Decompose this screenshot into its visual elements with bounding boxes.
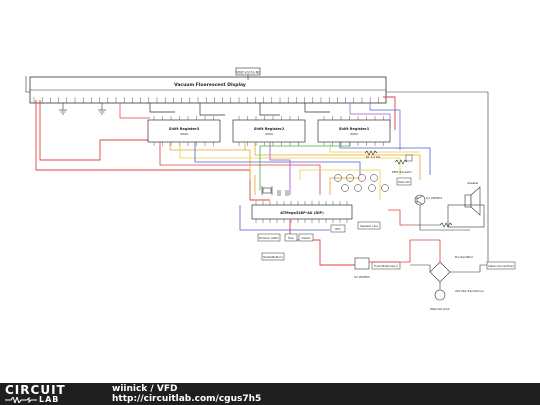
svg-text:Speaker: Speaker xyxy=(467,181,479,185)
red-power-wire xyxy=(369,239,441,263)
resistor xyxy=(439,222,453,228)
black-wire xyxy=(419,205,470,231)
svg-text:5V LM7805: 5V LM7805 xyxy=(354,275,370,279)
logo-text-top: CIRCUIT xyxy=(5,383,66,397)
button-select: Select xyxy=(298,233,314,242)
voltage-regulator: 5V LM7805 xyxy=(354,257,370,279)
mains-connector: Cable Connect(AC) xyxy=(486,261,516,270)
button-front: Front Buttons(L/) xyxy=(371,261,401,270)
button-speaker-line: Speaker Line xyxy=(357,221,381,230)
svg-text:RTC: RTC xyxy=(335,227,340,231)
svg-text:Shift Register3: Shift Register3 xyxy=(169,127,200,131)
svg-text:4094: 4094 xyxy=(350,132,358,136)
transistor-symbol xyxy=(341,184,349,192)
resistor xyxy=(364,150,408,165)
transistor-symbol xyxy=(368,184,376,192)
red-power-wire xyxy=(35,100,250,171)
svg-text:Dio Rectified: Dio Rectified xyxy=(455,255,473,259)
svg-text:ATMega328P-AU (DIP): ATMega328P-AU (DIP) xyxy=(280,211,324,215)
vfd-title: Vacuum Fluorescent Display xyxy=(174,82,246,88)
bridge-rectifier: Dio Rectified xyxy=(429,255,473,283)
transistor-symbol xyxy=(370,174,378,182)
svg-text:24V Wiz Transformer: 24V Wiz Transformer xyxy=(455,289,485,293)
diode-small xyxy=(405,154,413,162)
svg-text:ENG-ISO 6mA: ENG-ISO 6mA xyxy=(430,307,449,311)
vfd-pin-row xyxy=(33,97,379,103)
ground-symbol xyxy=(98,103,106,115)
black-wire xyxy=(410,264,431,272)
svg-text:Speaker Line: Speaker Line xyxy=(360,224,378,228)
black-wire xyxy=(25,76,30,93)
transistor-symbol xyxy=(381,184,389,192)
svg-text:Shift Register1: Shift Register1 xyxy=(339,127,370,131)
q1-label: Q1 2N3904 xyxy=(426,196,442,200)
red-power-wire xyxy=(383,96,396,130)
button-plus: Plus xyxy=(284,233,298,242)
transistor-cluster xyxy=(334,174,389,192)
capacitor xyxy=(277,190,289,196)
svg-text:4094: 4094 xyxy=(180,132,188,136)
button-radio-rx: Radio RX xyxy=(396,177,412,186)
red-power-wire xyxy=(319,255,361,266)
transistor-symbol xyxy=(354,184,362,192)
bus-wires xyxy=(159,142,431,231)
svg-text:Select: Select xyxy=(302,236,312,240)
svg-text:Shift Register2: Shift Register2 xyxy=(254,127,285,131)
resistor-label: R1 1.2 kΩ xyxy=(366,155,381,159)
label-rfpa: RFPA Transistor xyxy=(392,170,413,174)
transistor-q1 xyxy=(414,194,426,206)
mcu-pins xyxy=(255,201,348,223)
transistor-symbol xyxy=(346,174,354,182)
crystal xyxy=(261,186,273,195)
shift-register-2: Shift Register2 4094 xyxy=(232,119,306,143)
microcontroller: ATMega328P-AU (DIP) xyxy=(251,204,353,220)
shift-register-3: Shift Register3 4094 xyxy=(147,119,221,143)
speaker-driver-box xyxy=(447,204,485,228)
label-rtc: RTC xyxy=(330,224,346,233)
svg-text:Dimmer (ADC): Dimmer (ADC) xyxy=(259,236,279,240)
title-separator: / xyxy=(147,384,157,394)
svg-text:Front Buttons(L/): Front Buttons(L/) xyxy=(374,264,397,268)
black-wire xyxy=(386,91,489,265)
ground-symbol xyxy=(59,103,67,115)
svg-text:Cable Connect(AC): Cable Connect(AC) xyxy=(488,264,514,268)
shift-register-pins xyxy=(153,116,384,146)
svg-text:4094: 4094 xyxy=(265,132,273,136)
connector-label: IVSD Vcd to NC xyxy=(236,71,261,75)
fuse: ENG-ISO 6mA xyxy=(430,307,449,311)
shift-register-1: Shift Register1 4094 xyxy=(317,119,391,143)
schematic-canvas: IVSD Vcd to NC Vacuum Fluorescent Displa… xyxy=(25,67,516,311)
logo-wave-icon xyxy=(5,397,37,403)
circuit-url[interactable]: http://circuitlab.com/cgus7h5 xyxy=(112,394,262,404)
author-link[interactable]: wiinick xyxy=(112,384,148,394)
red-power-wire xyxy=(39,100,150,161)
button-radio: Radio(Button) xyxy=(261,252,285,261)
footer-bar: CIRCUIT LAB wiinick / VFD http://circuit… xyxy=(0,383,540,405)
black-wire xyxy=(450,264,487,273)
svg-text:Radio RX: Radio RX xyxy=(398,180,410,184)
svg-text:RFPA Transistor: RFPA Transistor xyxy=(392,170,413,174)
circuit-title: VFD xyxy=(156,384,178,394)
transistor-symbol xyxy=(358,174,366,182)
logo-text-bottom: LAB xyxy=(39,395,60,404)
red-power-wire xyxy=(388,209,412,226)
svg-text:Plus: Plus xyxy=(288,236,294,240)
button-dimmer: Dimmer (ADC) xyxy=(257,233,281,242)
transformer: 24V Wiz Transformer xyxy=(434,289,485,301)
circuit-title-line: wiinick / VFD xyxy=(112,384,177,394)
speaker-symbol: Speaker xyxy=(464,181,481,216)
transistor-symbol xyxy=(334,174,342,182)
svg-text:Radio(Button): Radio(Button) xyxy=(263,255,282,259)
